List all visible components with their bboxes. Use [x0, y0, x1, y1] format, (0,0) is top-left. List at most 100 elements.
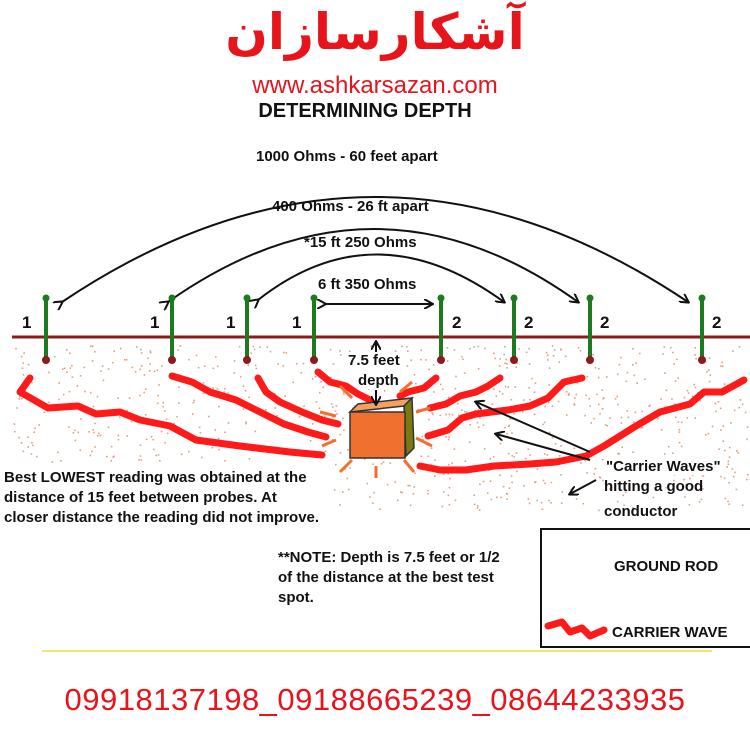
legend-carrier-wave-label: CARRIER WAVE	[612, 624, 728, 641]
soil-speckle	[215, 356, 217, 358]
soil-speckle	[720, 475, 722, 478]
soil-speckle	[564, 355, 567, 358]
soil-speckle	[380, 462, 383, 465]
soil-speckle	[140, 352, 143, 354]
soil-speckle	[510, 399, 513, 401]
soil-speckle	[164, 441, 166, 444]
soil-speckle	[548, 499, 550, 502]
soil-speckle	[401, 345, 403, 348]
soil-speckle	[568, 392, 570, 395]
soil-speckle	[632, 507, 634, 509]
soil-speckle	[624, 491, 627, 493]
soil-speckle	[683, 478, 685, 481]
soil-speckle	[320, 381, 322, 383]
soil-speckle	[152, 438, 154, 441]
soil-speckle	[492, 388, 495, 390]
soil-speckle	[730, 422, 732, 424]
carrier-arrow-3	[570, 479, 597, 494]
soil-speckle	[331, 406, 334, 408]
soil-speckle	[544, 482, 546, 485]
soil-speckle	[521, 410, 524, 413]
soil-speckle	[473, 346, 475, 348]
soil-speckle	[534, 382, 537, 384]
soil-speckle	[344, 468, 347, 470]
soil-speckle	[560, 348, 562, 351]
soil-speckle	[441, 505, 444, 508]
soil-speckle	[379, 508, 381, 510]
soil-speckle	[130, 420, 133, 423]
soil-speckle	[662, 353, 664, 355]
soil-speckle	[253, 348, 256, 351]
soil-speckle	[623, 504, 625, 507]
soil-speckle	[664, 372, 666, 374]
soil-speckle	[673, 363, 675, 365]
soil-speckle	[498, 365, 501, 367]
soil-speckle	[91, 360, 94, 362]
soil-speckle	[479, 483, 481, 486]
soil-speckle	[728, 481, 730, 484]
soil-speckle	[369, 496, 371, 498]
soil-speckle	[180, 453, 183, 456]
soil-speckle	[699, 399, 701, 402]
soil-speckle	[635, 362, 637, 364]
depth-label-line1: 7.5 feet	[346, 352, 402, 369]
soil-speckle	[567, 394, 570, 396]
soil-speckle	[58, 398, 60, 401]
soil-speckle	[162, 405, 165, 408]
soil-speckle	[551, 405, 554, 407]
soil-speckle	[149, 350, 152, 352]
soil-speckle	[678, 428, 681, 431]
soil-speckle	[683, 396, 686, 399]
soil-speckle	[322, 386, 324, 388]
soil-speckle	[138, 459, 140, 461]
soil-speckle	[51, 461, 54, 463]
soil-speckle	[552, 355, 555, 357]
soil-speckle	[626, 371, 629, 374]
soil-speckle	[439, 414, 441, 417]
soil-speckle	[425, 359, 427, 361]
soil-speckle	[504, 362, 506, 364]
soil-speckle	[687, 392, 690, 394]
soil-speckle	[660, 429, 663, 431]
soil-speckle	[561, 491, 563, 493]
soil-speckle	[15, 347, 17, 350]
soil-speckle	[711, 425, 714, 428]
soil-speckle	[447, 396, 450, 399]
soil-speckle	[477, 409, 480, 411]
soil-speckle	[156, 369, 159, 371]
soil-speckle	[324, 415, 326, 418]
soil-speckle	[420, 358, 422, 361]
soil-speckle	[300, 372, 303, 374]
soil-speckle	[394, 350, 397, 352]
soil-speckle	[586, 472, 588, 474]
soil-speckle	[739, 399, 742, 401]
soil-speckle	[83, 366, 86, 369]
soil-speckle	[719, 407, 722, 410]
soil-speckle	[422, 438, 424, 441]
soil-speckle	[594, 366, 597, 369]
legend-ground-rod-label: GROUND ROD	[614, 558, 719, 575]
soil-speckle	[574, 397, 576, 399]
soil-speckle	[71, 365, 73, 367]
brand-url[interactable]: www.ashkarsazan.com	[252, 72, 498, 99]
soil-speckle	[746, 426, 749, 428]
soil-speckle	[329, 376, 332, 379]
soil-speckle	[618, 453, 621, 455]
soil-speckle	[741, 403, 744, 406]
soil-speckle	[704, 361, 707, 363]
legend-carrier-wave-icon	[544, 618, 608, 640]
soil-speckle	[575, 393, 578, 396]
soil-speckle	[145, 388, 147, 390]
soil-speckle	[632, 348, 634, 350]
soil-speckle	[442, 491, 445, 493]
probe-label-2: 2	[524, 313, 534, 332]
soil-speckle	[366, 482, 369, 485]
soil-speckle	[573, 447, 576, 450]
soil-speckle	[665, 389, 667, 392]
soil-speckle	[110, 445, 113, 448]
depth-label-line2: depth	[356, 372, 401, 389]
soil-speckle	[302, 362, 305, 365]
soil-speckle	[528, 502, 531, 505]
soil-speckle	[695, 357, 697, 360]
soil-speckle	[722, 425, 725, 427]
